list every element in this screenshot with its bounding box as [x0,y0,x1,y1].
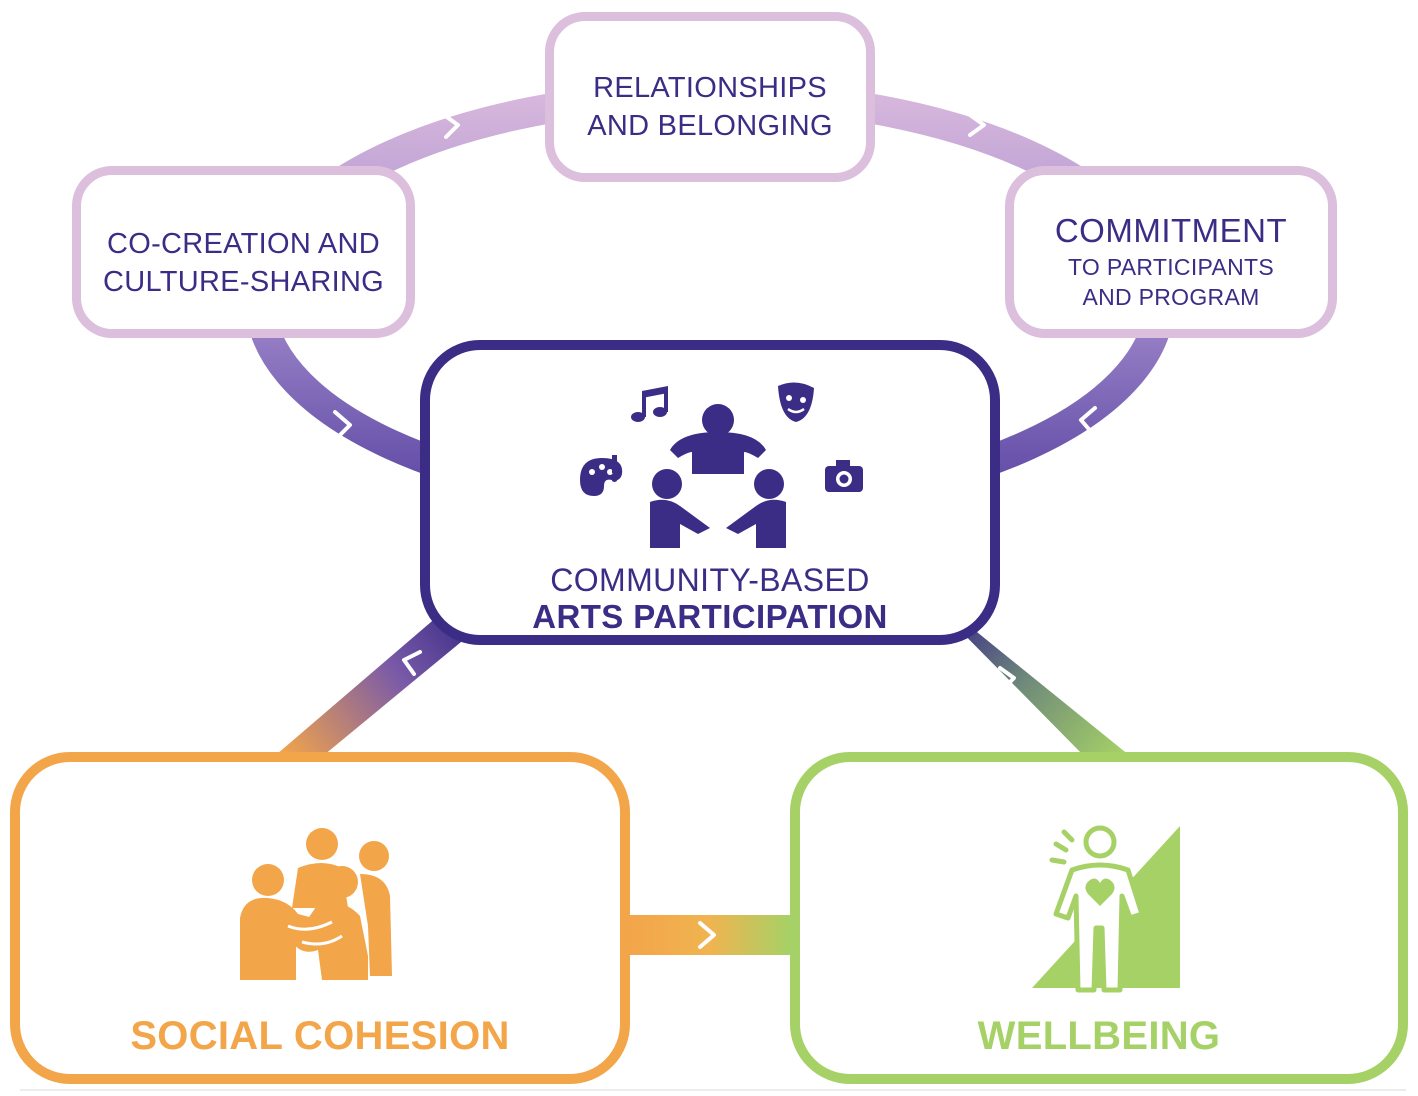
ring-arrows [333,113,1097,440]
commitment-line2: TO PARTICIPANTS [1068,254,1274,280]
paint-palette-icon [580,455,623,496]
relationships-line2: AND BELONGING [587,110,833,142]
node-social-cohesion: SOCIAL COHESION [10,752,630,1084]
co-creation-line2: CULTURE-SHARING [102,266,385,298]
theater-masks-icon [778,382,814,422]
wellbeing-person-heart-icon [1032,825,1180,993]
connector-core-to-wellbeing [940,610,1135,760]
node-co-creation: CO-CREATION AND CULTURE-SHARING [72,166,415,338]
social-cohesion-label: SOCIAL COHESION [130,1014,510,1058]
people-circle-icon [650,404,786,548]
connector-social-to-wellbeing [620,915,800,955]
bottom-divider [20,1089,1406,1091]
core-line2: ARTS PARTICIPATION [532,598,888,635]
camera-icon [825,460,863,492]
node-relationships-belonging: RELATIONSHIPS AND BELONGING [545,12,875,182]
arts-participation-illustration [580,382,863,548]
wellbeing-label: WELLBEING [977,1014,1221,1058]
commitment-title: COMMITMENT [1054,212,1288,249]
connector-core-to-social-cohesion [270,610,478,760]
core-line1: COMMUNITY-BASED [550,562,870,598]
co-creation-line1: CO-CREATION AND [106,228,381,260]
music-note-icon [631,386,668,422]
commitment-line3: AND PROGRAM [1082,284,1260,310]
node-commitment: COMMITMENT TO PARTICIPANTS AND PROGRAM [1005,166,1337,338]
relationships-line1: RELATIONSHIPS [593,72,827,104]
node-community-arts-participation: COMMUNITY-BASED ARTS PARTICIPATION [420,340,1000,645]
connector-arrows [402,650,1016,949]
group-hug-icon [240,828,392,980]
node-wellbeing: WELLBEING [790,752,1408,1084]
